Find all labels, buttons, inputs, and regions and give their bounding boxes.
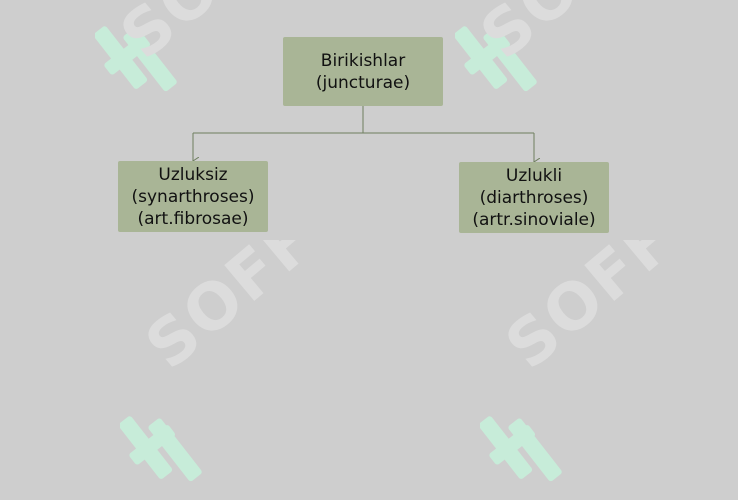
child-node-line: Uzluksiz [158, 164, 228, 185]
child-node-line: (artr.sinoviale) [472, 209, 596, 230]
watermark-logo-icon [480, 416, 562, 482]
root-node-line: Birikishlar [320, 50, 406, 71]
child-node-uzluksiz: Uzluksiz (synarthroses) (art.fibrosae) [118, 161, 268, 232]
child-node-line: Uzlukli [505, 165, 563, 186]
child-node-line: (diarthroses) [479, 187, 589, 208]
diagram-connectors [0, 106, 738, 406]
watermark-logo-icon [120, 416, 202, 482]
child-node-line: (art.fibrosae) [137, 208, 249, 229]
root-node-line: (juncturae) [315, 72, 411, 93]
child-node-line: (synarthroses) [131, 186, 255, 207]
child-node-uzlukli: Uzlukli (diarthroses) (artr.sinoviale) [459, 162, 609, 233]
root-node: Birikishlar (juncturae) [283, 37, 443, 106]
